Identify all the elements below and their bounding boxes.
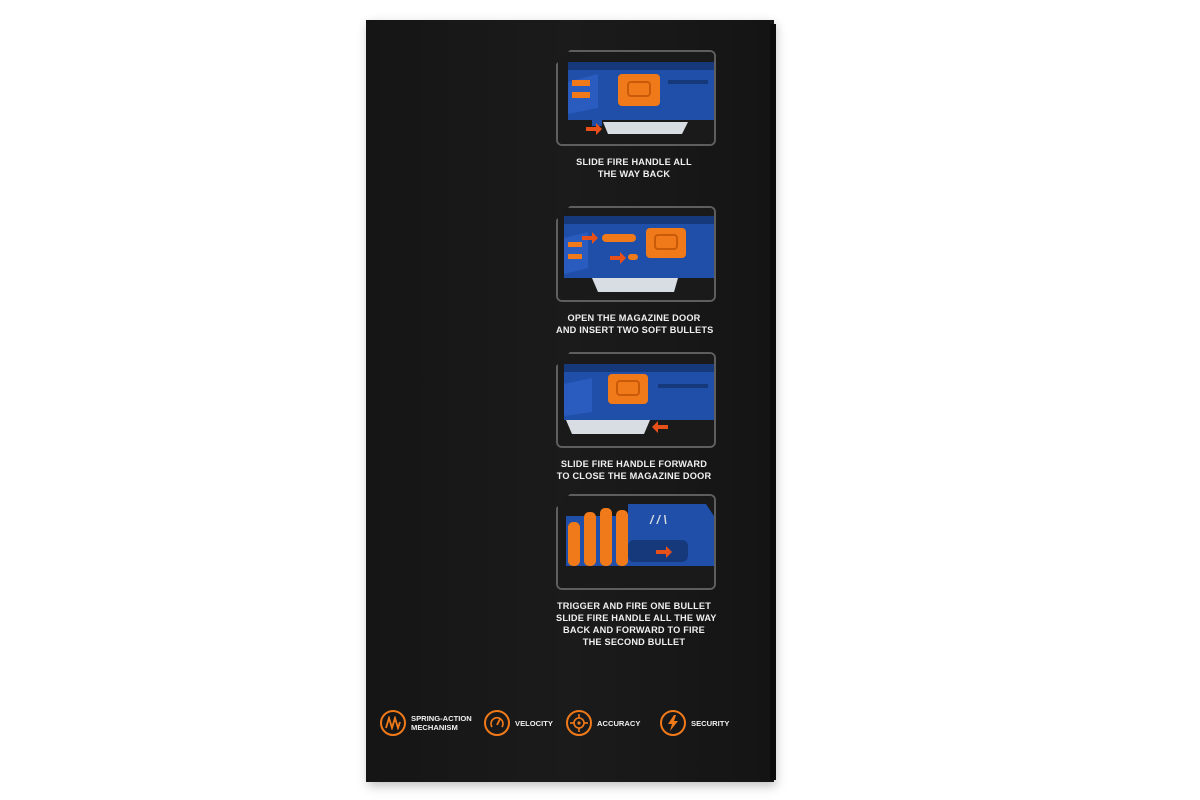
feature-label-line: SECURITY <box>691 718 730 728</box>
feature-security: SECURITY <box>660 708 729 738</box>
instruction-step-4: / / \ TRIGGER AND FIRE ONE BULLET SLIDE … <box>556 494 716 648</box>
step-4-illustration: / / \ <box>556 494 716 590</box>
feature-label: ACCURACY <box>597 719 640 728</box>
caption-line: TO CLOSE THE MAGAZINE DOOR <box>556 471 712 481</box>
feature-accuracy: ACCURACY <box>566 708 640 738</box>
caption-line: BACK AND FORWARD TO FIRE <box>563 625 705 635</box>
caption-line: OPEN THE MAGAZINE DOOR <box>567 313 701 323</box>
caption-line: SLIDE FIRE HANDLE FORWARD <box>560 459 708 469</box>
caption-line: SLIDE FIRE HANDLE ALL THE WAY <box>556 613 717 623</box>
feature-row: SPRING-ACTION MECHANISM VELOCITY <box>380 708 764 738</box>
feature-label-line: MECHANISM <box>411 723 458 732</box>
step-1-illustration <box>556 50 716 146</box>
feature-label: SECURITY <box>691 719 729 728</box>
feature-label-line: ACCURACY <box>597 718 641 728</box>
box-side-edge <box>770 24 776 780</box>
lightning-icon <box>660 710 686 736</box>
feature-label-line: SPRING-ACTION <box>411 714 472 723</box>
instruction-step-2: OPEN THE MAGAZINE DOOR AND INSERT TWO SO… <box>556 206 716 336</box>
spring-icon <box>380 710 406 736</box>
feature-label: VELOCITY <box>515 719 553 728</box>
product-box: SLIDE FIRE HANDLE ALL THE WAY BACK <box>366 20 774 782</box>
caption-line: TRIGGER AND FIRE ONE BULLET <box>556 601 712 611</box>
instruction-step-3: SLIDE FIRE HANDLE FORWARD TO CLOSE THE M… <box>556 352 716 482</box>
feature-label: SPRING-ACTION MECHANISM <box>411 714 472 732</box>
step-3-illustration <box>556 352 716 448</box>
instruction-step-1: SLIDE FIRE HANDLE ALL THE WAY BACK <box>556 50 716 180</box>
feature-spring-action: SPRING-ACTION MECHANISM <box>380 708 472 738</box>
caption-line: AND INSERT TWO SOFT BULLETS <box>556 325 714 335</box>
caption-line: THE WAY BACK <box>597 169 671 179</box>
crosshair-icon <box>566 710 592 736</box>
caption-line: THE SECOND BULLET <box>582 637 686 647</box>
step-2-caption: OPEN THE MAGAZINE DOOR AND INSERT TWO SO… <box>556 312 714 336</box>
step-2-illustration <box>556 206 716 302</box>
svg-text:/ / \: / / \ <box>649 513 667 527</box>
caption-line: SLIDE FIRE HANDLE ALL <box>576 157 692 167</box>
step-4-caption: TRIGGER AND FIRE ONE BULLET SLIDE FIRE H… <box>556 600 717 648</box>
step-1-caption: SLIDE FIRE HANDLE ALL THE WAY BACK <box>556 156 712 180</box>
feature-label-line: VELOCITY <box>515 718 553 728</box>
speedometer-icon <box>484 710 510 736</box>
step-3-caption: SLIDE FIRE HANDLE FORWARD TO CLOSE THE M… <box>556 458 712 482</box>
feature-velocity: VELOCITY <box>484 708 553 738</box>
